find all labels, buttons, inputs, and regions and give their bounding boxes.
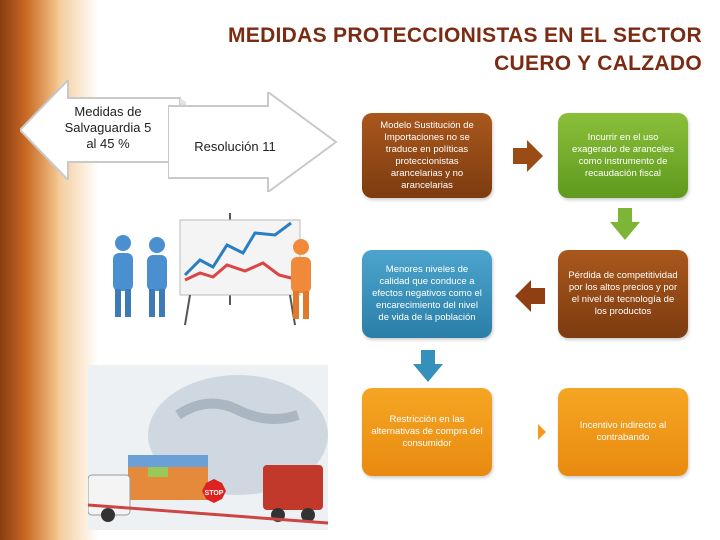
box-menores-niveles-calidad-text: Menores niveles de calidad que conduce a… <box>372 264 482 323</box>
box-sustitucion-importaciones: Modelo Sustitución de Importaciones no s… <box>362 113 492 198</box>
chevron-right-icon <box>538 424 546 440</box>
box-uso-exagerado-aranceles-text: Incurrir en el uso exagerado de arancele… <box>572 131 674 179</box>
box-uso-exagerado-aranceles: Incurrir en el uso exagerado de arancele… <box>558 113 688 198</box>
box-sustitucion-importaciones-text: Modelo Sustitución de Importaciones no s… <box>380 119 474 191</box>
title-line-1: MEDIDAS PROTECCIONISTAS EN EL SECTOR <box>227 24 702 47</box>
box-incentivo-contrabando-text: Incentivo indirecto al contrabando <box>579 420 667 443</box>
page-title: MEDIDAS PROTECCIONISTAS EN EL SECTOR CUE… <box>142 22 702 78</box>
title-line-2: CUERO Y CALZADO <box>494 52 702 75</box>
box-perdida-competitividad: Pérdida de competitividad por los altos … <box>558 250 688 338</box>
box-menores-niveles-calidad: Menores niveles de calidad que conduce a… <box>362 250 492 338</box>
box-restriccion-alternativas-text: Restricción en las alternativas de compr… <box>371 414 483 449</box>
arrow-right-icon <box>513 140 543 172</box>
trucks-globe-illustration: STOP <box>88 365 328 530</box>
left-arrow-label: Medidas de Salvaguardia 5 al 45 % <box>64 104 152 151</box>
stop-sign-text: STOP <box>205 490 224 497</box>
arrow-down-icon-2 <box>413 350 443 382</box>
right-arrow-label: Resolución 11 <box>194 139 276 154</box>
arrow-left-icon <box>515 280 545 312</box>
box-restriccion-alternativas: Restricción en las alternativas de compr… <box>362 388 492 476</box>
box-perdida-competitividad-text: Pérdida de competitividad por los altos … <box>568 270 678 317</box>
box-incentivo-contrabando: Incentivo indirecto al contrabando <box>558 388 688 476</box>
arrow-down-icon <box>610 208 640 240</box>
business-people-chart-illustration <box>113 213 311 326</box>
right-arrow-shape <box>168 92 338 192</box>
